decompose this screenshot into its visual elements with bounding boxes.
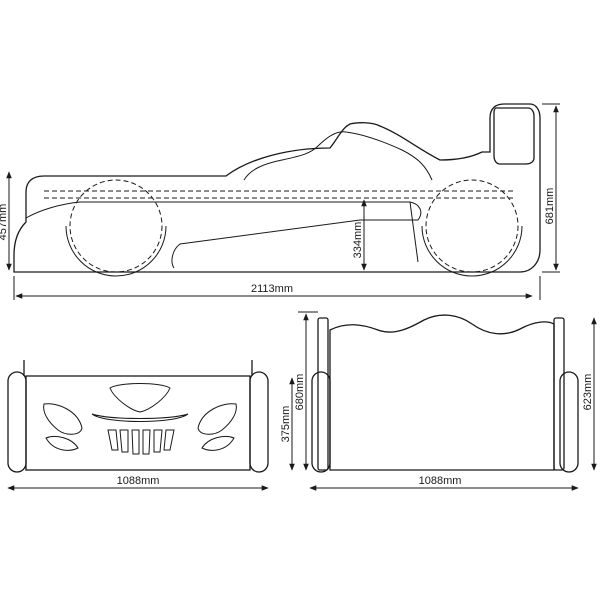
dim-front-panel-height: 375mm	[280, 406, 292, 443]
front-nose-bar	[91, 413, 189, 422]
front-wheel	[69, 179, 163, 273]
front-headlight-left	[43, 403, 83, 435]
front-light-lower-right	[201, 435, 235, 451]
rear-left-support	[311, 371, 331, 473]
rear-right-post	[553, 317, 565, 471]
side-view: 2113mm 457mm 334mm 681mm	[0, 103, 560, 300]
front-left-support	[7, 371, 27, 473]
front-view: 1088mm 375mm	[7, 360, 295, 491]
rear-wheel-arc	[421, 225, 523, 277]
cockpit-line	[243, 131, 433, 181]
dim-side-length: 2113mm	[251, 283, 293, 295]
rear-wheel	[425, 179, 519, 273]
side-pod-line	[25, 201, 422, 269]
front-light-lower-left	[45, 435, 79, 451]
dim-front-width: 1088mm	[117, 475, 160, 487]
front-wheel-arc	[65, 225, 167, 277]
rear-right-support	[559, 371, 579, 473]
car-body-outline	[13, 103, 541, 273]
front-emblem	[109, 383, 171, 413]
front-grille	[107, 429, 175, 455]
dim-mattress-height: 334mm	[352, 222, 364, 259]
rear-view: 1088mm 680mm 623mm	[294, 311, 597, 491]
rear-spoiler	[493, 107, 535, 165]
front-panel	[25, 375, 251, 471]
front-right-support	[249, 371, 269, 473]
dim-total-height: 681mm	[544, 188, 556, 225]
dim-side-height: 457mm	[0, 204, 9, 241]
rear-left-post	[317, 317, 329, 471]
dim-rear-panel-height: 623mm	[582, 374, 594, 411]
side-lower-line	[409, 201, 419, 263]
dim-front-total-height: 680mm	[294, 374, 306, 411]
front-headlight-right	[197, 403, 237, 435]
rear-panel	[329, 314, 555, 471]
dim-rear-width: 1088mm	[419, 475, 462, 487]
